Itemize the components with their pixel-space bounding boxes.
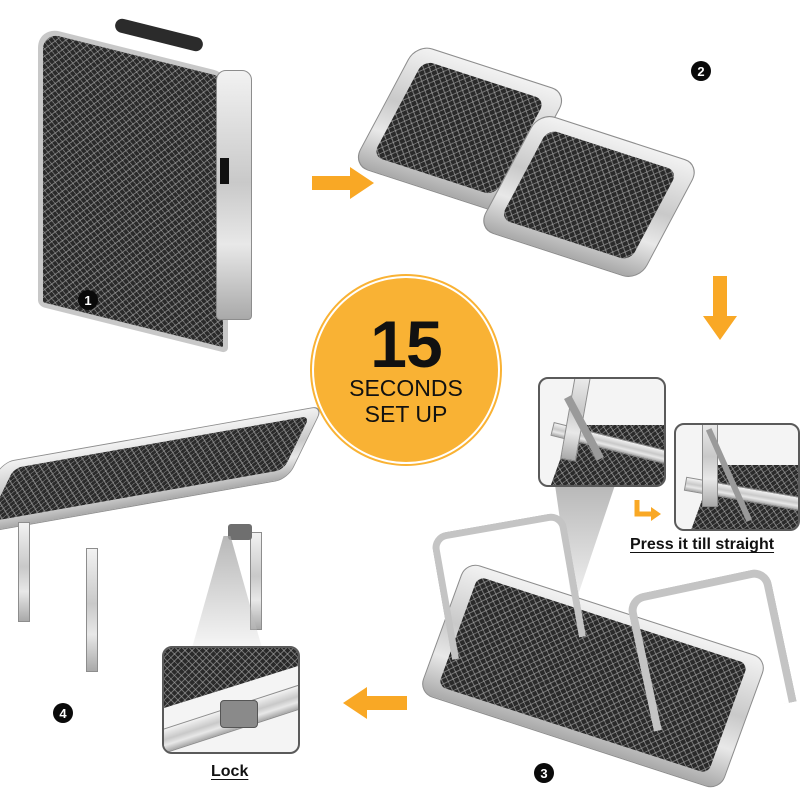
tabletop-mesh (0, 415, 310, 522)
step-badge-4: 4 (53, 703, 73, 723)
step-1-folded-table-image (30, 8, 260, 354)
folded-mesh-panel (38, 26, 228, 354)
lock-latch (220, 700, 258, 728)
setup-label-line2: SET UP (364, 401, 448, 427)
step-2-opened-table-image (351, 28, 702, 282)
setup-time-badge: 15 SECONDS SET UP (314, 278, 498, 462)
lock-caption: Lock (211, 763, 249, 780)
arrow-right-icon (312, 167, 374, 199)
step-badge-1: 1 (78, 290, 98, 310)
brand-label (220, 158, 229, 184)
setup-label-line1: SECONDS (349, 375, 463, 401)
bent-arrow-icon (634, 500, 661, 521)
inset-lock-detail (162, 646, 300, 754)
folded-side-rail (216, 70, 252, 320)
table-leg-left (18, 522, 30, 622)
table-leg-front (86, 548, 98, 672)
step-badge-3: 3 (534, 763, 554, 783)
leg-frame-front (625, 566, 797, 732)
press-till-straight-caption: Press it till straight (630, 536, 775, 553)
inset-brace-bent (538, 377, 666, 487)
lock-hinge (228, 524, 252, 540)
arrow-down-icon (703, 276, 737, 340)
step-3-legs-unfolded-image (417, 511, 798, 792)
step-4-standing-table-image (0, 405, 325, 672)
step-badge-2: 2 (691, 61, 711, 81)
setup-seconds-number: 15 (370, 307, 442, 381)
arrow-left-icon (343, 687, 407, 719)
inset-brace-straight (674, 423, 800, 531)
leg-frame-back (430, 511, 586, 660)
